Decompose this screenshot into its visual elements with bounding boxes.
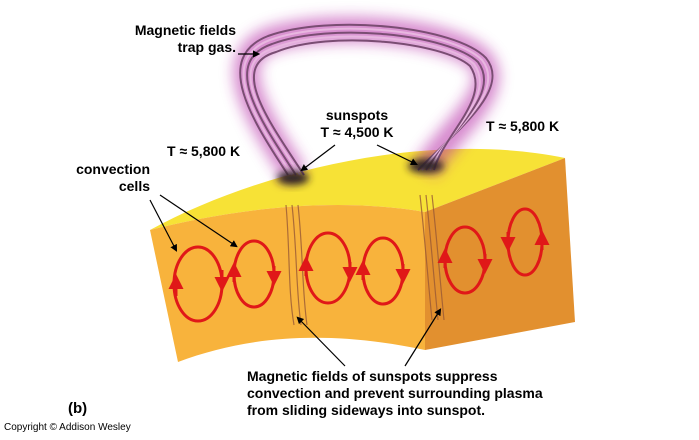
label-line: convection [76, 161, 150, 177]
label-line: T ≈ 4,500 K [320, 124, 394, 140]
magnetic-fields-trap-label: Magnetic fields trap gas. [110, 22, 236, 56]
label-line: trap gas. [177, 39, 236, 55]
side-face [425, 158, 575, 350]
panel-label: (b) [68, 400, 88, 417]
convection-cell-arrow-icon [168, 207, 550, 323]
sunspots-label: sunspots T ≈ 4,500 K [302, 107, 412, 141]
temp-right-label: T ≈ 5,800 K [486, 118, 560, 134]
sunspot-right [408, 159, 444, 173]
label-line: Magnetic fields [134, 22, 236, 38]
copyright-text: Copyright © Addison Wesley [4, 422, 131, 433]
convection-cells-label: convection cells [50, 161, 150, 195]
magnetic-loop-icon [239, 23, 494, 176]
temp-left-label: T ≈ 5,800 K [167, 143, 241, 159]
label-line: from sliding sideways into sunspot. [247, 402, 486, 418]
label-line: sunspots [325, 107, 389, 123]
label-line: cells [118, 178, 150, 194]
label-line: Magnetic fields of sunspots suppress [247, 368, 498, 384]
label-line: convection and prevent surrounding plasm… [247, 385, 543, 401]
sunspot-left [277, 171, 309, 185]
photosphere-surface [150, 148, 565, 230]
suppression-caption: Magnetic fields of sunspots suppress con… [247, 368, 543, 419]
front-face [150, 205, 425, 362]
pointer-lines [149, 50, 442, 367]
